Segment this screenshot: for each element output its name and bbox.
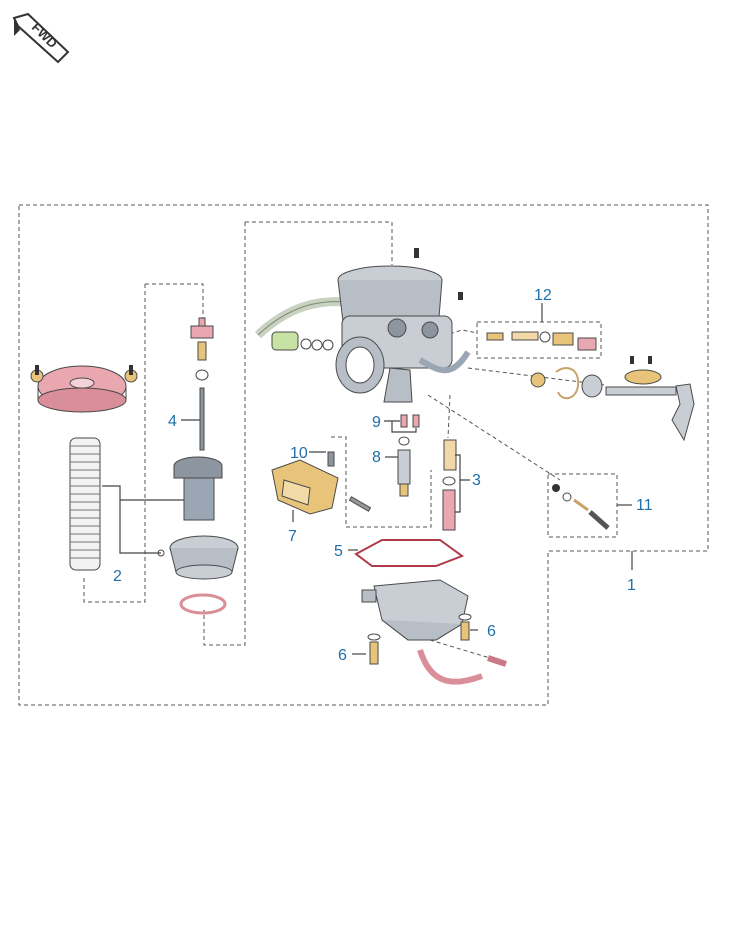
o-ring <box>179 593 227 615</box>
callout-6-right: 6 <box>487 623 496 640</box>
float-chamber-group-outline <box>331 436 432 528</box>
dash-leader-jet-to-spring <box>447 394 451 439</box>
vacuum-piston <box>173 456 223 521</box>
fwd-arrow-icon: FWD <box>12 12 70 64</box>
callout-1: 1 <box>627 577 636 594</box>
dash-leader-body-to-drain <box>429 639 491 659</box>
top-cap <box>30 365 138 413</box>
starter-plunger-kit <box>486 331 597 351</box>
vacuum-piston-outline <box>83 283 204 603</box>
diaphragm-seat <box>157 535 239 580</box>
pilot-jet-parts <box>442 439 457 531</box>
callout-9: 9 <box>372 414 381 431</box>
callout-7: 7 <box>288 528 297 545</box>
carburetor-body <box>254 248 471 403</box>
outer-assembly-outline <box>18 204 709 706</box>
callout-labels: 1 2 3 4 5 6 6 7 8 9 10 11 12 <box>113 287 653 664</box>
callout-10: 10 <box>290 445 308 462</box>
dash-leader-body-to-choke <box>429 329 478 341</box>
callout-11: 11 <box>636 497 653 514</box>
chamber-screws <box>367 613 472 665</box>
carb-body-outline <box>203 221 393 646</box>
main-jet-parts <box>397 414 420 497</box>
callout-8: 8 <box>372 449 381 466</box>
throttle-shaft-assembly <box>530 356 695 442</box>
choke-kit-outline <box>476 321 602 359</box>
pilot-screw-kit <box>552 484 610 530</box>
float-chamber-gasket <box>354 539 465 567</box>
callout-3: 3 <box>472 472 481 489</box>
callout-12: 12 <box>534 287 552 304</box>
callout-2: 2 <box>113 568 122 585</box>
callout-4: 4 <box>168 413 177 430</box>
piston-spring <box>69 437 101 571</box>
float-chamber <box>361 579 507 685</box>
callout-leaders <box>102 303 633 655</box>
callout-6-left: 6 <box>338 647 347 664</box>
jet-needle-parts <box>190 317 214 451</box>
callout-5: 5 <box>334 543 343 560</box>
dash-leader-body-to-kit11 <box>427 394 561 481</box>
float <box>271 451 372 515</box>
